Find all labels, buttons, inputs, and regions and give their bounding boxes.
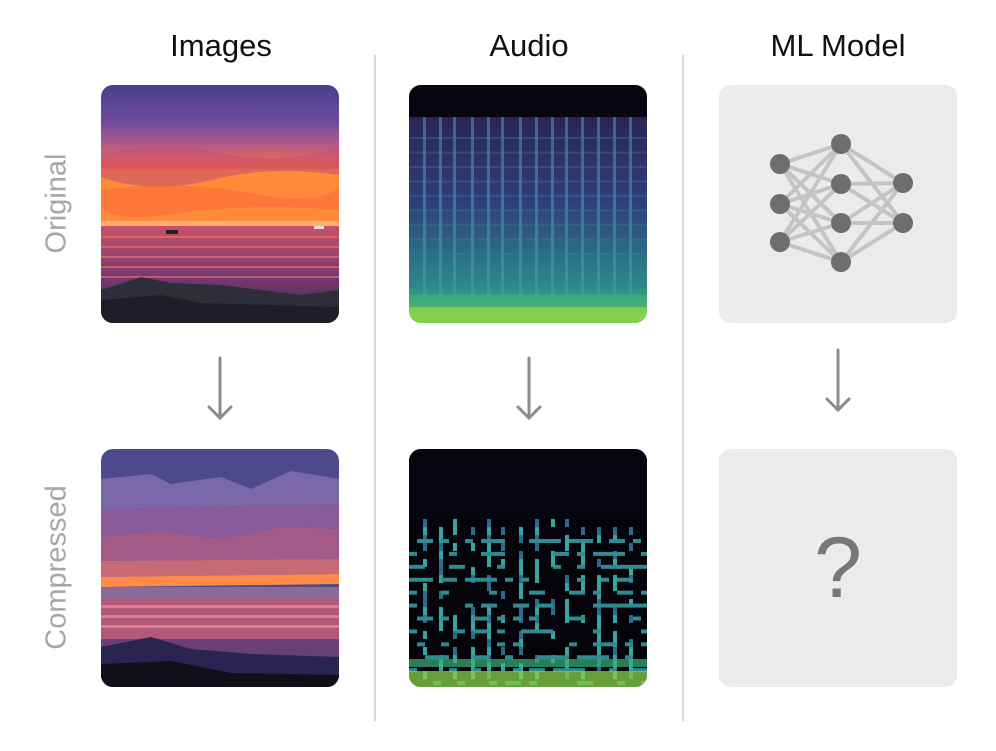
original-audio-spectrogram: [409, 85, 647, 323]
original-image-sunset: [101, 85, 339, 323]
column-title-ml-model: ML Model: [770, 28, 906, 63]
column-title-images: Images: [170, 28, 272, 63]
ml-model-original-tile: [719, 85, 957, 323]
neural-network-icon: [770, 134, 913, 272]
compressed-image-sunset: [101, 449, 339, 687]
down-arrow-icon: [207, 356, 233, 421]
column-title-audio: Audio: [489, 28, 569, 63]
question-mark: ?: [814, 520, 862, 616]
ml-model-compressed-tile: ?: [719, 449, 957, 687]
down-arrow-icon: [516, 356, 542, 421]
column-divider-right: [682, 55, 684, 721]
row-label-compressed: Compressed: [40, 485, 73, 650]
compressed-audio-spectrogram: [409, 449, 647, 687]
column-divider-left: [374, 55, 376, 721]
row-label-original: Original: [40, 153, 73, 254]
down-arrow-icon: [825, 348, 851, 413]
